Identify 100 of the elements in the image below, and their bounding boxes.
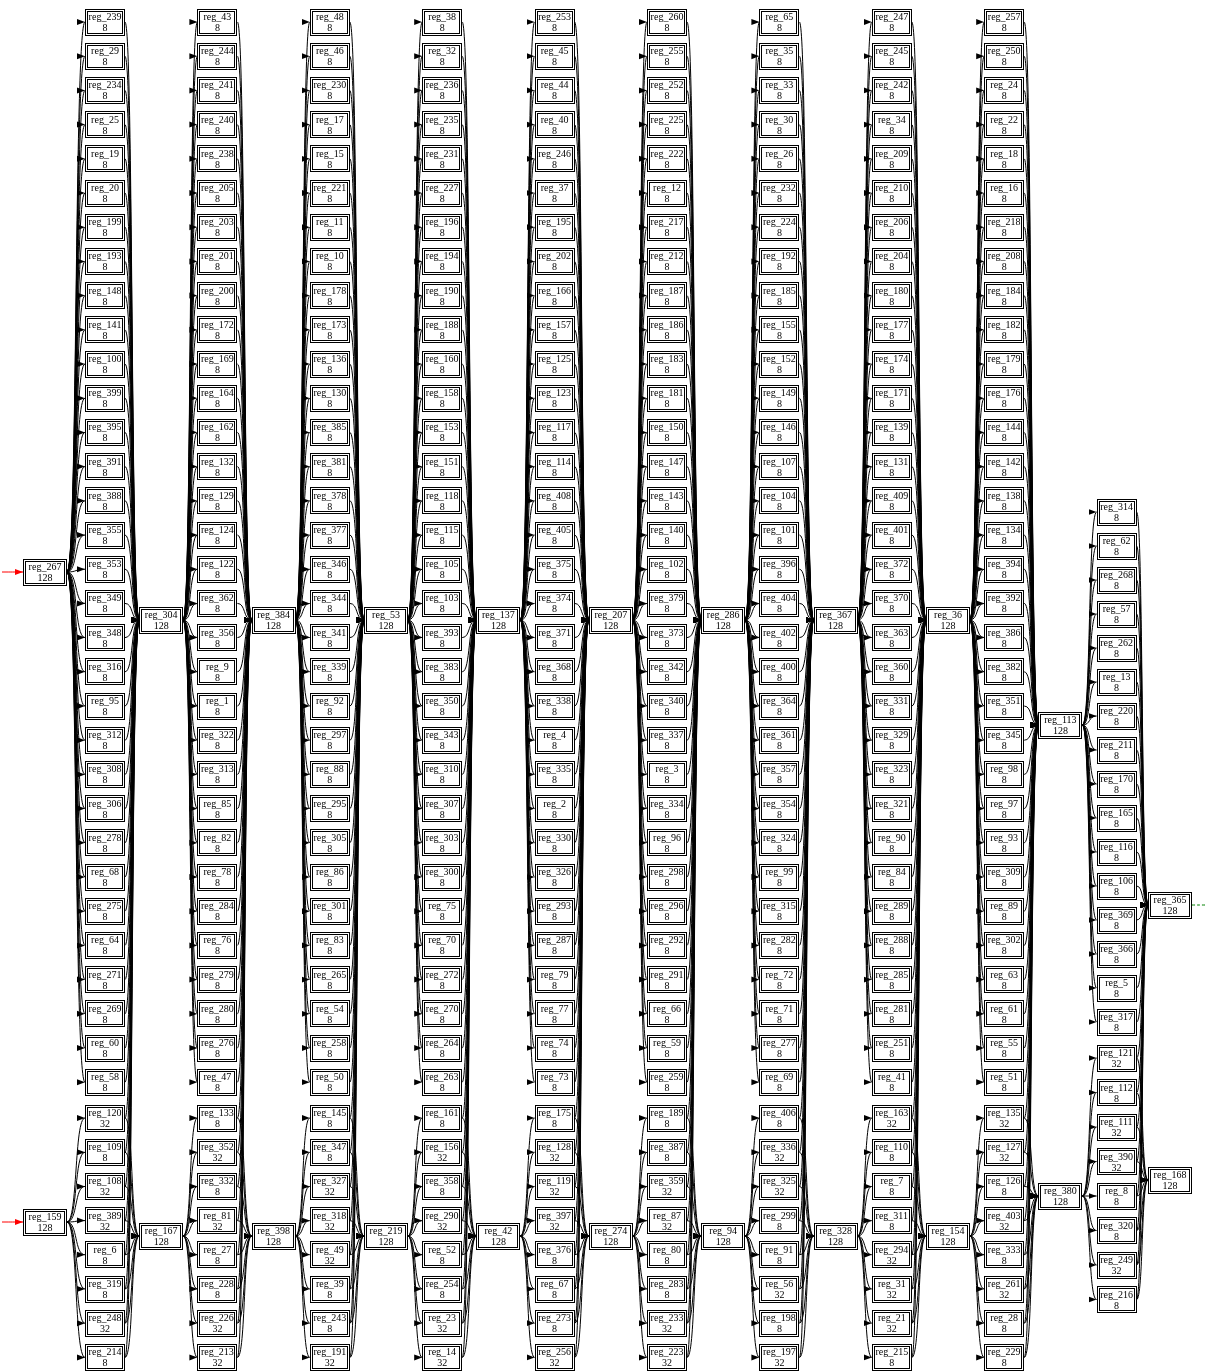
bit-width: 8	[1001, 671, 1007, 683]
register-name: reg_346	[313, 558, 347, 570]
bit-width: 8	[776, 56, 782, 68]
bit-width: 8	[776, 1118, 782, 1129]
bit-width: 128	[378, 620, 394, 631]
bit-width: 32	[774, 1152, 785, 1164]
bit-width: 8	[439, 193, 445, 204]
register-name: reg_173	[313, 318, 347, 330]
register-name: reg_49	[315, 1243, 344, 1255]
register-name: reg_330	[538, 831, 571, 843]
bit-width: 8	[1001, 432, 1007, 444]
bit-width: 8	[1001, 261, 1007, 273]
bit-width: 8	[552, 261, 558, 273]
bit-width: 8	[776, 808, 782, 820]
register-name: reg_156	[425, 1141, 459, 1153]
bit-width: 8	[214, 295, 220, 307]
register-name: reg_66	[653, 1002, 681, 1014]
register-name: reg_184	[987, 284, 1021, 296]
register-name: reg_115	[426, 524, 459, 535]
bit-width: 8	[1114, 954, 1120, 965]
bit-width: 8	[214, 193, 220, 204]
register-name: reg_306	[88, 797, 122, 809]
bit-width: 8	[1001, 877, 1007, 888]
bit-width: 8	[552, 90, 558, 102]
bit-width: 8	[664, 842, 670, 854]
register-name: reg_235	[425, 113, 459, 125]
bit-width: 8	[1001, 158, 1007, 170]
bit-width: 8	[327, 979, 333, 991]
bit-width: 8	[439, 398, 445, 410]
bit-width: 8	[1001, 706, 1007, 717]
bit-width: 8	[552, 364, 558, 375]
register-name: reg_305	[313, 831, 347, 843]
register-name: reg_214	[88, 1346, 122, 1358]
register-name: reg_284	[201, 900, 234, 912]
register-name: reg_62	[1102, 535, 1131, 546]
register-name: reg_245	[875, 45, 909, 57]
bit-width: 8	[327, 945, 333, 957]
register-name: reg_186	[650, 318, 684, 330]
bit-width: 8	[776, 637, 782, 649]
bit-width: 8	[776, 671, 782, 683]
bit-width: 8	[889, 671, 895, 683]
register-name: reg_176	[987, 387, 1021, 399]
register-name: reg_391	[88, 455, 122, 467]
bit-width: 8	[102, 535, 108, 546]
bit-width: 8	[1001, 1013, 1007, 1025]
register-name: reg_98	[990, 763, 1019, 775]
bit-width: 128	[1052, 1196, 1068, 1207]
register-name: reg_129	[201, 489, 234, 501]
register-name: reg_64	[91, 934, 119, 946]
register-name: reg_166	[538, 284, 571, 296]
bit-width: 8	[552, 911, 558, 923]
register-name: reg_199	[88, 216, 122, 228]
register-name: reg_133	[201, 1107, 234, 1118]
bit-width: 8	[439, 637, 445, 649]
register-name: reg_202	[538, 250, 571, 262]
bit-width: 8	[214, 1048, 220, 1059]
bit-width: 8	[664, 261, 670, 273]
bit-width: 32	[437, 1323, 448, 1335]
register-name: reg_344	[313, 592, 347, 604]
bit-width: 8	[1001, 1357, 1007, 1369]
register-name: reg_116	[1100, 841, 1133, 852]
register-name: reg_39	[315, 1278, 344, 1289]
register-name: reg_152	[763, 353, 796, 364]
bit-width: 8	[889, 466, 895, 478]
bit-width: 128	[266, 620, 282, 631]
register-name: reg_242	[875, 79, 909, 91]
register-name: reg_350	[425, 695, 459, 706]
bit-width: 8	[889, 1013, 895, 1025]
register-name: reg_113	[1044, 714, 1077, 725]
bit-width: 8	[664, 1048, 670, 1059]
bit-width: 8	[889, 877, 895, 888]
register-name: reg_303	[425, 831, 459, 843]
bit-width: 8	[327, 1082, 333, 1094]
bit-width: 8	[889, 740, 895, 752]
bit-width: 8	[327, 1013, 333, 1025]
bit-width: 8	[102, 603, 108, 615]
bit-width: 8	[664, 1289, 670, 1300]
bit-width: 8	[776, 569, 782, 581]
bit-width: 8	[439, 979, 445, 991]
register-name: reg_254	[425, 1278, 459, 1289]
bit-width: 8	[102, 1013, 108, 1025]
bit-width: 8	[552, 671, 558, 683]
bit-width: 8	[889, 364, 895, 375]
register-name: reg_320	[1100, 1219, 1133, 1231]
bit-width: 8	[327, 90, 333, 102]
register-name: reg_208	[987, 250, 1021, 262]
register-name: reg_310	[425, 763, 459, 775]
bit-width: 8	[327, 637, 333, 649]
register-name: reg_168	[1153, 1169, 1187, 1180]
register-name: reg_160	[425, 353, 459, 364]
bit-width: 8	[889, 124, 895, 136]
register-name: reg_67	[540, 1278, 569, 1289]
bit-width: 8	[552, 603, 558, 615]
register-name: reg_177	[875, 318, 909, 330]
register-name: reg_249	[1100, 1254, 1133, 1265]
register-name: reg_218	[987, 216, 1021, 228]
register-name: reg_28	[990, 1312, 1019, 1324]
bit-width: 8	[439, 671, 445, 683]
bit-width: 8	[776, 1220, 782, 1232]
register-name: reg_343	[425, 729, 459, 741]
